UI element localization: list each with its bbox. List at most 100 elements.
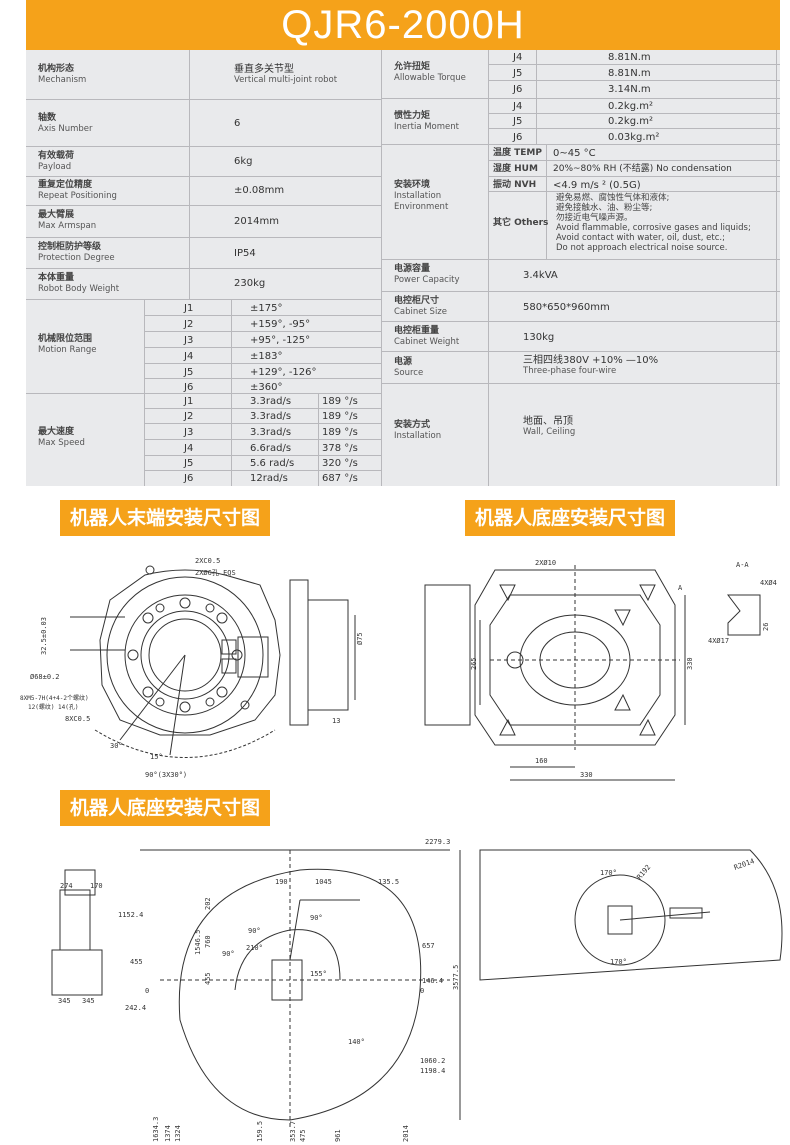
nvh-value: <4.9 m/s ² (0.5G) [553, 180, 641, 191]
hum-value: 20%~80% RH (不结露) No condensation [553, 164, 732, 174]
svg-text:Ø75: Ø75 [356, 632, 364, 645]
svg-text:8XC0.5: 8XC0.5 [65, 715, 90, 723]
svg-text:4XØ4: 4XØ4 [760, 579, 777, 587]
speed-joint: J6 [184, 473, 194, 484]
motion-value: ±183° [250, 351, 283, 362]
speed-rad: 12rad/s [250, 473, 288, 484]
motion-value: +95°, -125° [250, 335, 311, 346]
svg-text:2XØ10: 2XØ10 [535, 559, 556, 567]
svg-text:1045: 1045 [315, 878, 332, 886]
svg-text:140°: 140° [348, 1038, 365, 1046]
torque-value: 3.14N.m [608, 84, 651, 95]
svg-text:202: 202 [204, 897, 212, 910]
inertia-joint: J6 [513, 132, 523, 143]
svg-text:2XC0.5: 2XC0.5 [195, 557, 220, 565]
svg-text:A: A [678, 584, 683, 592]
speed-joint: J1 [184, 396, 194, 407]
svg-text:657: 657 [422, 942, 435, 950]
svg-text:475: 475 [299, 1129, 307, 1142]
speed-deg: 378 °/s [322, 443, 358, 454]
speed-rad: 5.6 rad/s [250, 458, 295, 469]
motion-joint: J6 [184, 382, 194, 393]
speed-rad: 3.3rad/s [250, 396, 292, 407]
svg-text:1060.2: 1060.2 [420, 1057, 445, 1065]
nvh-label: 振动 NVH [493, 180, 537, 190]
motion-value: ±360° [250, 382, 283, 393]
repeat-positioning-value: ±0.08mm [234, 185, 285, 196]
svg-text:90°(3X30°): 90°(3X30°) [145, 771, 187, 779]
svg-text:2XØ6孔 EQS: 2XØ6孔 EQS [195, 569, 236, 577]
others-note-line: 勿接近电气噪声源。 [556, 213, 633, 223]
svg-text:2279.3: 2279.3 [425, 838, 450, 846]
working-range-drawing: 274 170 345 345 2279.3 190 1045 135.5 11… [51, 838, 783, 1142]
others-note-line: Avoid contact with water, oil, dust, etc… [556, 233, 725, 243]
torque-joint: J5 [513, 68, 523, 79]
svg-text:1324: 1324 [174, 1125, 182, 1142]
motion-joint: J2 [184, 319, 194, 330]
others-note-line: 避免接触水、油、粉尘等; [556, 203, 653, 213]
svg-text:330: 330 [686, 657, 694, 670]
inertia-value: 0.2kg.m² [608, 101, 653, 112]
svg-text:1374: 1374 [164, 1125, 172, 1142]
svg-text:12(螺纹) 14(孔): 12(螺纹) 14(孔) [28, 703, 79, 711]
svg-text:135.5: 135.5 [378, 878, 399, 886]
svg-text:760: 760 [204, 935, 212, 948]
svg-text:1634.3: 1634.3 [152, 1117, 160, 1142]
torque-value: 8.81N.m [608, 68, 651, 79]
motion-joint: J3 [184, 335, 194, 346]
svg-text:274: 274 [60, 882, 73, 890]
svg-text:Ø68±0.2: Ø68±0.2 [30, 673, 60, 681]
base-bottom-section-label: 机器人底座安装尺寸图 [60, 790, 271, 826]
svg-text:170: 170 [90, 882, 103, 890]
speed-rad: 3.3rad/s [250, 411, 292, 422]
motion-value: +129°, -126° [250, 367, 317, 378]
svg-text:190: 190 [275, 878, 288, 886]
motion-joint: J1 [184, 303, 194, 314]
svg-text:26: 26 [762, 623, 770, 631]
speed-joint: J4 [184, 443, 194, 454]
end-flange-section-label: 机器人末端安装尺寸图 [60, 500, 271, 536]
svg-text:330: 330 [580, 771, 593, 779]
svg-text:0: 0 [420, 987, 424, 995]
speed-joint: J2 [184, 411, 194, 422]
svg-text:159.5: 159.5 [256, 1121, 264, 1142]
svg-text:90°: 90° [248, 927, 261, 935]
svg-text:A-A: A-A [736, 561, 749, 569]
speed-rad: 3.3rad/s [250, 427, 292, 438]
speed-deg: 320 °/s [322, 458, 358, 469]
speed-joint: J3 [184, 427, 194, 438]
svg-text:961: 961 [334, 1129, 342, 1142]
motion-value: +159°, -95° [250, 319, 311, 330]
inertia-joint: J4 [513, 101, 523, 112]
installation-environment-label: 安装环境 Installation Environment [394, 180, 449, 212]
svg-text:1198.4: 1198.4 [420, 1067, 445, 1075]
svg-text:1152.4: 1152.4 [118, 911, 143, 919]
power-capacity-value: 3.4kVA [523, 270, 558, 281]
svg-text:353.7: 353.7 [289, 1121, 297, 1142]
temp-label: 温度 TEMP [493, 148, 542, 158]
inertia-joint: J5 [513, 116, 523, 127]
svg-text:32.5±0.03: 32.5±0.03 [40, 617, 48, 655]
svg-text:160: 160 [535, 757, 548, 765]
svg-text:2014: 2014 [402, 1125, 410, 1142]
payload-value: 6kg [234, 156, 253, 167]
robot-body-weight-value: 230kg [234, 278, 266, 289]
axis-number-value: 6 [234, 118, 241, 129]
svg-text:155°: 155° [310, 970, 327, 978]
svg-text:345: 345 [82, 997, 95, 1005]
hum-label: 湿度 HUM [493, 164, 538, 174]
base-mounting-drawing: 2XØ10 265 330 160 330 A-A A 4XØ4 4XØ17 2… [424, 559, 777, 781]
svg-text:4XØ17: 4XØ17 [708, 637, 729, 645]
speed-deg: 687 °/s [322, 473, 358, 484]
speed-joint: J5 [184, 458, 194, 469]
